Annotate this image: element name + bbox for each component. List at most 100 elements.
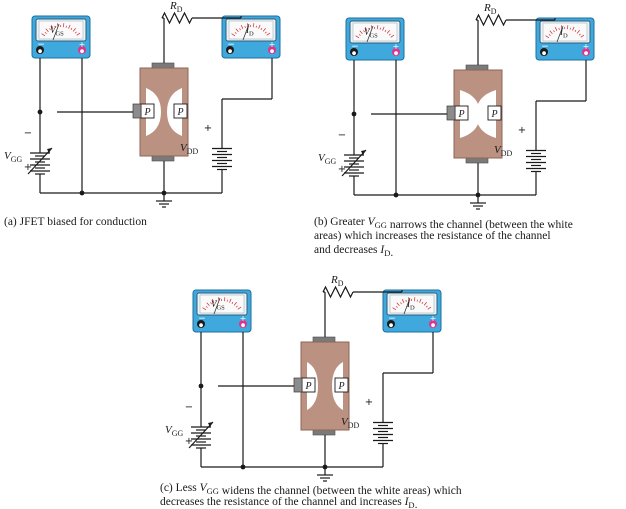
label-vgg-sub: GG bbox=[172, 429, 184, 438]
positive-terminal bbox=[239, 320, 247, 328]
terminal-dot: ● bbox=[394, 51, 399, 57]
p-label: P bbox=[490, 109, 497, 120]
drain-contact bbox=[465, 64, 489, 71]
needle bbox=[556, 25, 564, 43]
id-meter: ID●●−+ bbox=[535, 17, 595, 61]
caption-line: and decreases ID. bbox=[314, 244, 393, 259]
scale-tick bbox=[384, 29, 387, 32]
label-vgg: VGG bbox=[165, 424, 183, 438]
positive-terminal bbox=[582, 48, 590, 56]
plus-sign: + bbox=[583, 42, 590, 51]
positive-terminal bbox=[78, 46, 86, 54]
scale-tick bbox=[396, 302, 400, 306]
battery-vgg bbox=[188, 405, 214, 467]
scale-tick bbox=[423, 302, 427, 306]
ground-symbol bbox=[470, 202, 486, 210]
label-vgg-main: V bbox=[165, 424, 173, 436]
variable-arrow bbox=[341, 149, 367, 177]
vdd-plus: + bbox=[518, 125, 526, 136]
source-contact bbox=[465, 157, 489, 164]
meter-label-id-main: I bbox=[559, 27, 564, 37]
scale-tick bbox=[54, 25, 56, 28]
scale-tick bbox=[567, 25, 569, 30]
battery-vdd bbox=[212, 122, 232, 193]
label-vdd-sub: DD bbox=[348, 421, 360, 430]
terminal-dot: ● bbox=[241, 323, 246, 329]
label-vdd-main: V bbox=[341, 416, 349, 428]
negative-terminal bbox=[197, 320, 205, 328]
meter-label-id-sub: D bbox=[410, 305, 415, 312]
minus-sign: − bbox=[388, 314, 396, 324]
meter-label-id: ID bbox=[559, 27, 568, 40]
label-vgg: VGG bbox=[4, 150, 22, 164]
meter-label-vgs: VGS bbox=[364, 27, 378, 40]
label-rd-main: R bbox=[169, 0, 177, 12]
meter-dial bbox=[352, 22, 398, 42]
terminal-dot: ● bbox=[228, 49, 233, 55]
source-contact bbox=[151, 155, 175, 162]
meter-label-vgs: VGS bbox=[50, 25, 64, 38]
label-rd-main: R bbox=[483, 2, 491, 14]
scale-tick bbox=[427, 306, 432, 310]
scale-tick bbox=[224, 297, 226, 302]
vgg-plus: + bbox=[24, 162, 32, 173]
vdd-plus: + bbox=[365, 397, 373, 408]
terminal-dot: ● bbox=[80, 49, 85, 55]
scale-tick bbox=[231, 301, 234, 304]
scale-tick bbox=[260, 27, 263, 30]
meter-label-vgs-main: V bbox=[50, 25, 57, 35]
meter-label-vgs-main: V bbox=[364, 27, 371, 37]
scale-tick bbox=[368, 27, 370, 30]
meter-dial bbox=[542, 22, 588, 42]
minus-sign: − bbox=[541, 42, 549, 52]
meter-dial bbox=[38, 20, 84, 40]
scale-tick bbox=[205, 306, 208, 308]
caption-line: (b) Greater VGG narrows the channel (bet… bbox=[314, 216, 573, 231]
scale-tick bbox=[74, 31, 77, 34]
scale-tick bbox=[401, 299, 405, 303]
gate-terminal bbox=[132, 103, 142, 119]
scale-tick bbox=[379, 27, 381, 30]
caption-line: (a) JFET biased for conduction bbox=[4, 216, 147, 228]
label-vdd-main: V bbox=[494, 144, 502, 156]
caption-line: (c) Less VGG widens the channel (between… bbox=[160, 482, 462, 497]
p-label: P bbox=[457, 109, 464, 120]
scale-tick bbox=[258, 24, 261, 29]
scale-tick bbox=[235, 305, 238, 308]
scale-tick bbox=[253, 23, 255, 28]
negative-terminal bbox=[226, 46, 234, 54]
scale-tick bbox=[49, 28, 51, 31]
p-gate-right bbox=[487, 105, 502, 121]
scale-tick bbox=[358, 34, 361, 36]
label-vgg: VGG bbox=[318, 152, 336, 166]
scale-tick bbox=[548, 34, 551, 36]
scale-tick bbox=[72, 28, 76, 32]
scale-tick bbox=[44, 32, 47, 34]
scale-tick bbox=[239, 28, 241, 31]
p-label: P bbox=[176, 107, 183, 118]
scale-tick bbox=[363, 30, 365, 33]
scale-tick bbox=[255, 25, 257, 28]
scale-tick bbox=[215, 299, 217, 302]
scale-tick bbox=[237, 306, 242, 310]
vdd-plus: + bbox=[204, 123, 212, 134]
p-label: P bbox=[143, 107, 150, 118]
vgg-minus: − bbox=[24, 128, 32, 139]
battery-vdd bbox=[526, 124, 546, 195]
scale-tick bbox=[580, 34, 585, 38]
scale-tick bbox=[68, 24, 71, 29]
meter-dial bbox=[389, 294, 435, 314]
scale-tick bbox=[554, 27, 558, 31]
meter-label-id-main: I bbox=[245, 25, 250, 35]
scale-tick bbox=[545, 35, 550, 39]
label-rd-sub: D bbox=[177, 5, 183, 14]
meter-label-id: ID bbox=[245, 25, 254, 38]
scale-tick bbox=[63, 23, 65, 28]
scale-tick bbox=[377, 25, 379, 30]
meter-label-vgs-sub: GS bbox=[217, 305, 226, 312]
meter-dial bbox=[228, 20, 274, 40]
terminal-dot: ● bbox=[431, 323, 436, 329]
